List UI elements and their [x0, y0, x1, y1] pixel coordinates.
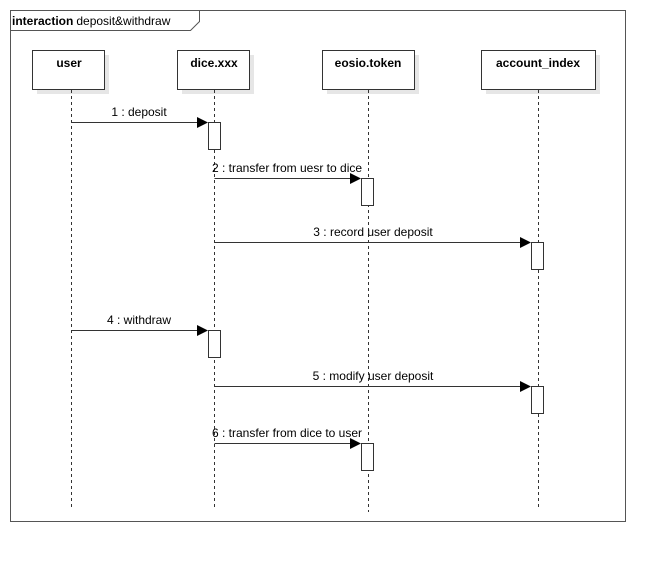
frame-name: deposit&withdraw — [76, 14, 170, 28]
lifeline-label-token: eosio.token — [335, 56, 402, 70]
lifeline-label-user: user — [56, 56, 82, 70]
activation-account-1 — [531, 242, 544, 270]
lifeline-head-user — [32, 50, 105, 90]
message-4-label: 4 : withdraw — [107, 313, 171, 327]
message-1-label: 1 : deposit — [111, 105, 167, 119]
message-3-label: 3 : record user deposit — [313, 225, 433, 239]
message-4-arrowhead — [197, 325, 208, 336]
lifeline-head-account — [481, 50, 596, 90]
message-6-label: 6 : transfer from dice to user — [212, 426, 362, 440]
lifeline-label-account: account_index — [496, 56, 580, 70]
activation-token-1 — [361, 178, 374, 206]
message-2-arrowhead — [350, 173, 361, 184]
message-3-arrowhead — [520, 237, 531, 248]
message-5-label: 5 : modify user deposit — [313, 369, 434, 383]
lifeline-label-dice: dice.xxx — [190, 56, 238, 70]
frame-keyword: interaction — [12, 14, 73, 28]
activation-token-2 — [361, 443, 374, 471]
message-2-label: 2 : transfer from uesr to dice — [212, 161, 362, 175]
message-5-arrowhead — [520, 381, 531, 392]
interaction-frame — [10, 10, 626, 522]
activation-dice-1 — [208, 122, 221, 150]
frame-tab — [10, 10, 200, 31]
message-1-arrowhead — [197, 117, 208, 128]
lifeline-head-token — [322, 50, 415, 90]
activation-account-2 — [531, 386, 544, 414]
activation-dice-2 — [208, 330, 221, 358]
message-6-arrowhead — [350, 438, 361, 449]
lifeline-head-dice — [177, 50, 250, 90]
